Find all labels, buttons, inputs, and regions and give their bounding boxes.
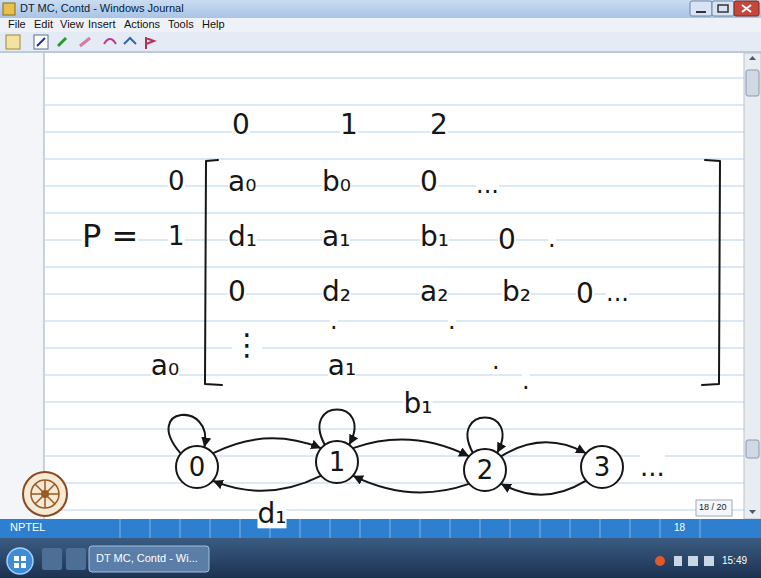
state-number: 2 [477,457,494,483]
column-index: 0 [232,110,250,139]
state-circle: 0 [175,445,219,489]
column-index: 2 [430,110,448,139]
menu-item: Help [202,19,225,31]
self-loop [467,417,502,452]
menu-item: Insert [88,19,116,31]
column-index: 1 [340,110,358,139]
ellipsis: . [548,227,556,252]
matrix-name: P = [82,220,138,254]
menu-item: Edit [34,19,53,31]
ellipsis: . [492,349,500,374]
matrix-entry: b₂ [502,277,531,306]
state-number: 0 [189,454,206,480]
matrix-entry: b₁ [420,222,449,251]
clock: 15:49 [722,556,747,567]
logo-text: NPTEL [10,522,45,534]
transition-arrow [502,481,585,495]
menu-item: Tools [168,19,194,31]
row-index: 1 [168,223,185,250]
matrix-entry: 0 [420,167,438,196]
self-loop [319,409,354,444]
menu-item: View [60,19,84,31]
matrix-entry: 0 [228,277,246,306]
menu-item: File [8,19,26,31]
ellipsis: ... [606,281,629,306]
matrix-entry: 0 [498,225,516,254]
transition-arrow [502,442,585,456]
transition-arrow [354,440,468,456]
ellipsis: . [330,309,338,334]
state-number: 3 [594,454,611,480]
transition-arrow [214,476,320,491]
matrix-entry: a₁ [322,222,350,251]
taskbar-item: DT MC, Contd - Wi... [96,553,198,565]
ellipsis: ... [476,173,499,198]
matrix-entry: a₂ [420,277,448,306]
menu-item: Actions [124,19,160,31]
matrix-entry: b₀ [322,167,351,196]
chain-continuation: ... [640,454,665,481]
transition-probability: a₀ [151,351,179,380]
matrix-entry: 0 [576,279,594,308]
matrix-entry: d₂ [322,277,351,306]
transition-probability: a₁ [328,351,356,380]
page-number: 18 [674,523,685,534]
matrix-entry: a₀ [228,167,256,196]
row-index: 0 [168,168,185,195]
ellipsis: . [448,309,456,334]
transition-probability: d₁ [258,499,287,528]
window-title: DT MC, Contd - Windows Journal [20,3,184,15]
state-circle: 3 [580,445,624,489]
transition-probability: b₁ [404,389,433,418]
state-circle: 2 [463,448,507,492]
ellipsis: . [522,369,530,394]
transition-arrow [214,438,320,453]
transition-arrow [354,476,468,492]
vertical-ellipsis: ⋮ [232,329,262,361]
page-indicator: 18 / 20 [699,503,727,512]
matrix-entry: d₁ [228,222,257,251]
state-number: 1 [329,449,346,475]
state-circle: 1 [315,440,359,484]
